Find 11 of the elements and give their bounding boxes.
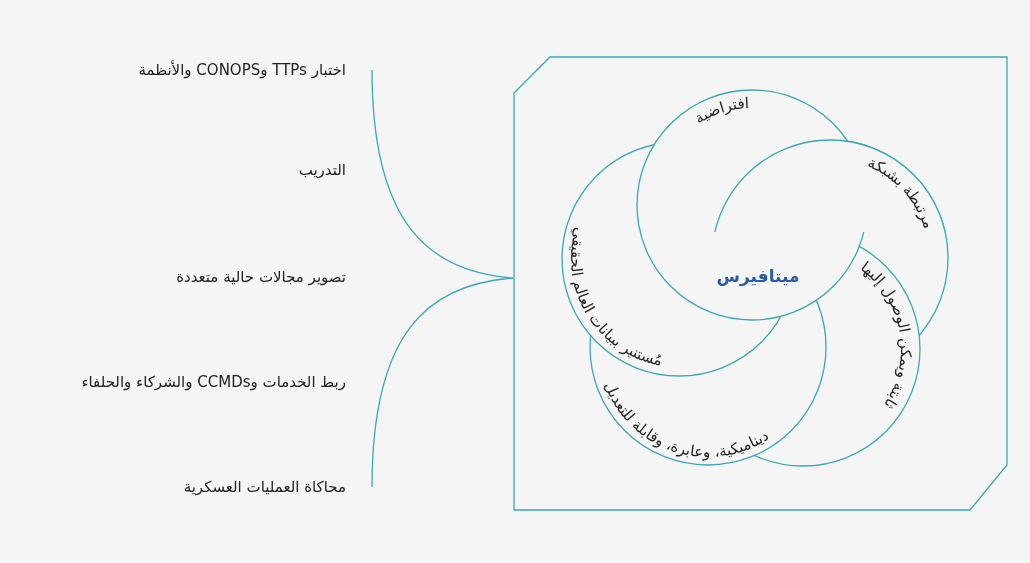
list-item-text: ربط الخدمات وCCMDs والشركاء والحلفاء	[81, 372, 346, 393]
circle-label: مرتبطة بشبكة	[865, 153, 939, 231]
circle-label: افتراضية	[691, 94, 750, 128]
list-item-text: محاكاة العمليات العسكرية	[183, 477, 346, 498]
list-item-text: اختبار TTPs وCONOPS والأنظمة	[138, 59, 346, 81]
circle-label: ثابتة ويمكن الوصول إليها	[857, 257, 916, 413]
circle-label: ديناميكية، وعابرة، وقابلة للتعديل	[600, 379, 772, 462]
list-item-text: تصوير مجالات حالية متعددة	[176, 267, 346, 288]
circle-label: مُستنير ببيانات العالم الحقيقي	[566, 225, 664, 370]
list-item-text: التدريب	[298, 160, 346, 181]
center-title: ميتافيرس	[716, 266, 800, 286]
